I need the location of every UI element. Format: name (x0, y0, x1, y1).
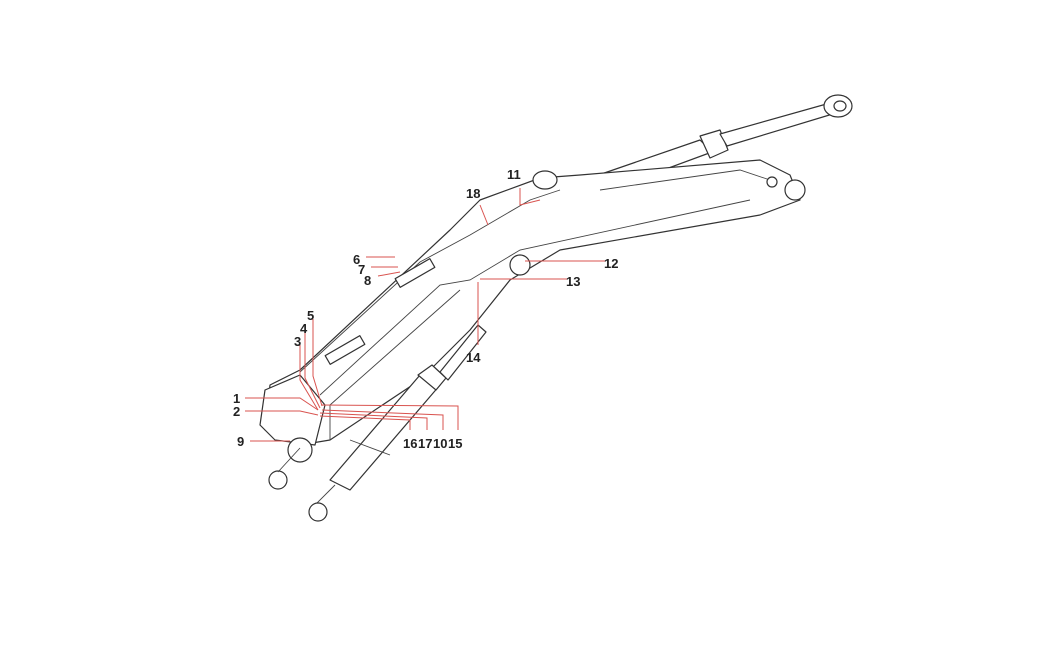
callout-18: 18 (466, 186, 480, 201)
callout-12: 12 (604, 256, 618, 271)
callout-14: 14 (466, 350, 481, 365)
callout-4: 4 (300, 321, 308, 336)
callout-16: 16 (403, 436, 417, 451)
leader-lines (245, 188, 605, 442)
callout-3: 3 (294, 334, 301, 349)
callout-7: 7 (358, 262, 365, 277)
callout-17: 17 (418, 436, 432, 451)
arm-cylinder (268, 324, 487, 522)
boom-body (259, 159, 806, 463)
callout-1: 1 (233, 391, 240, 406)
callout-10: 10 (433, 436, 447, 451)
callout-5: 5 (307, 308, 314, 323)
callout-15: 15 (448, 436, 462, 451)
callout-2: 2 (233, 404, 240, 419)
callout-8: 8 (364, 273, 371, 288)
callout-6: 6 (353, 252, 360, 267)
callout-11: 11 (507, 167, 521, 182)
callout-9: 9 (237, 434, 244, 449)
callout-13: 13 (566, 274, 580, 289)
callout-labels: 1 2 3 4 5 6 7 8 9 16 17 10 15 11 12 13 1… (233, 167, 618, 451)
